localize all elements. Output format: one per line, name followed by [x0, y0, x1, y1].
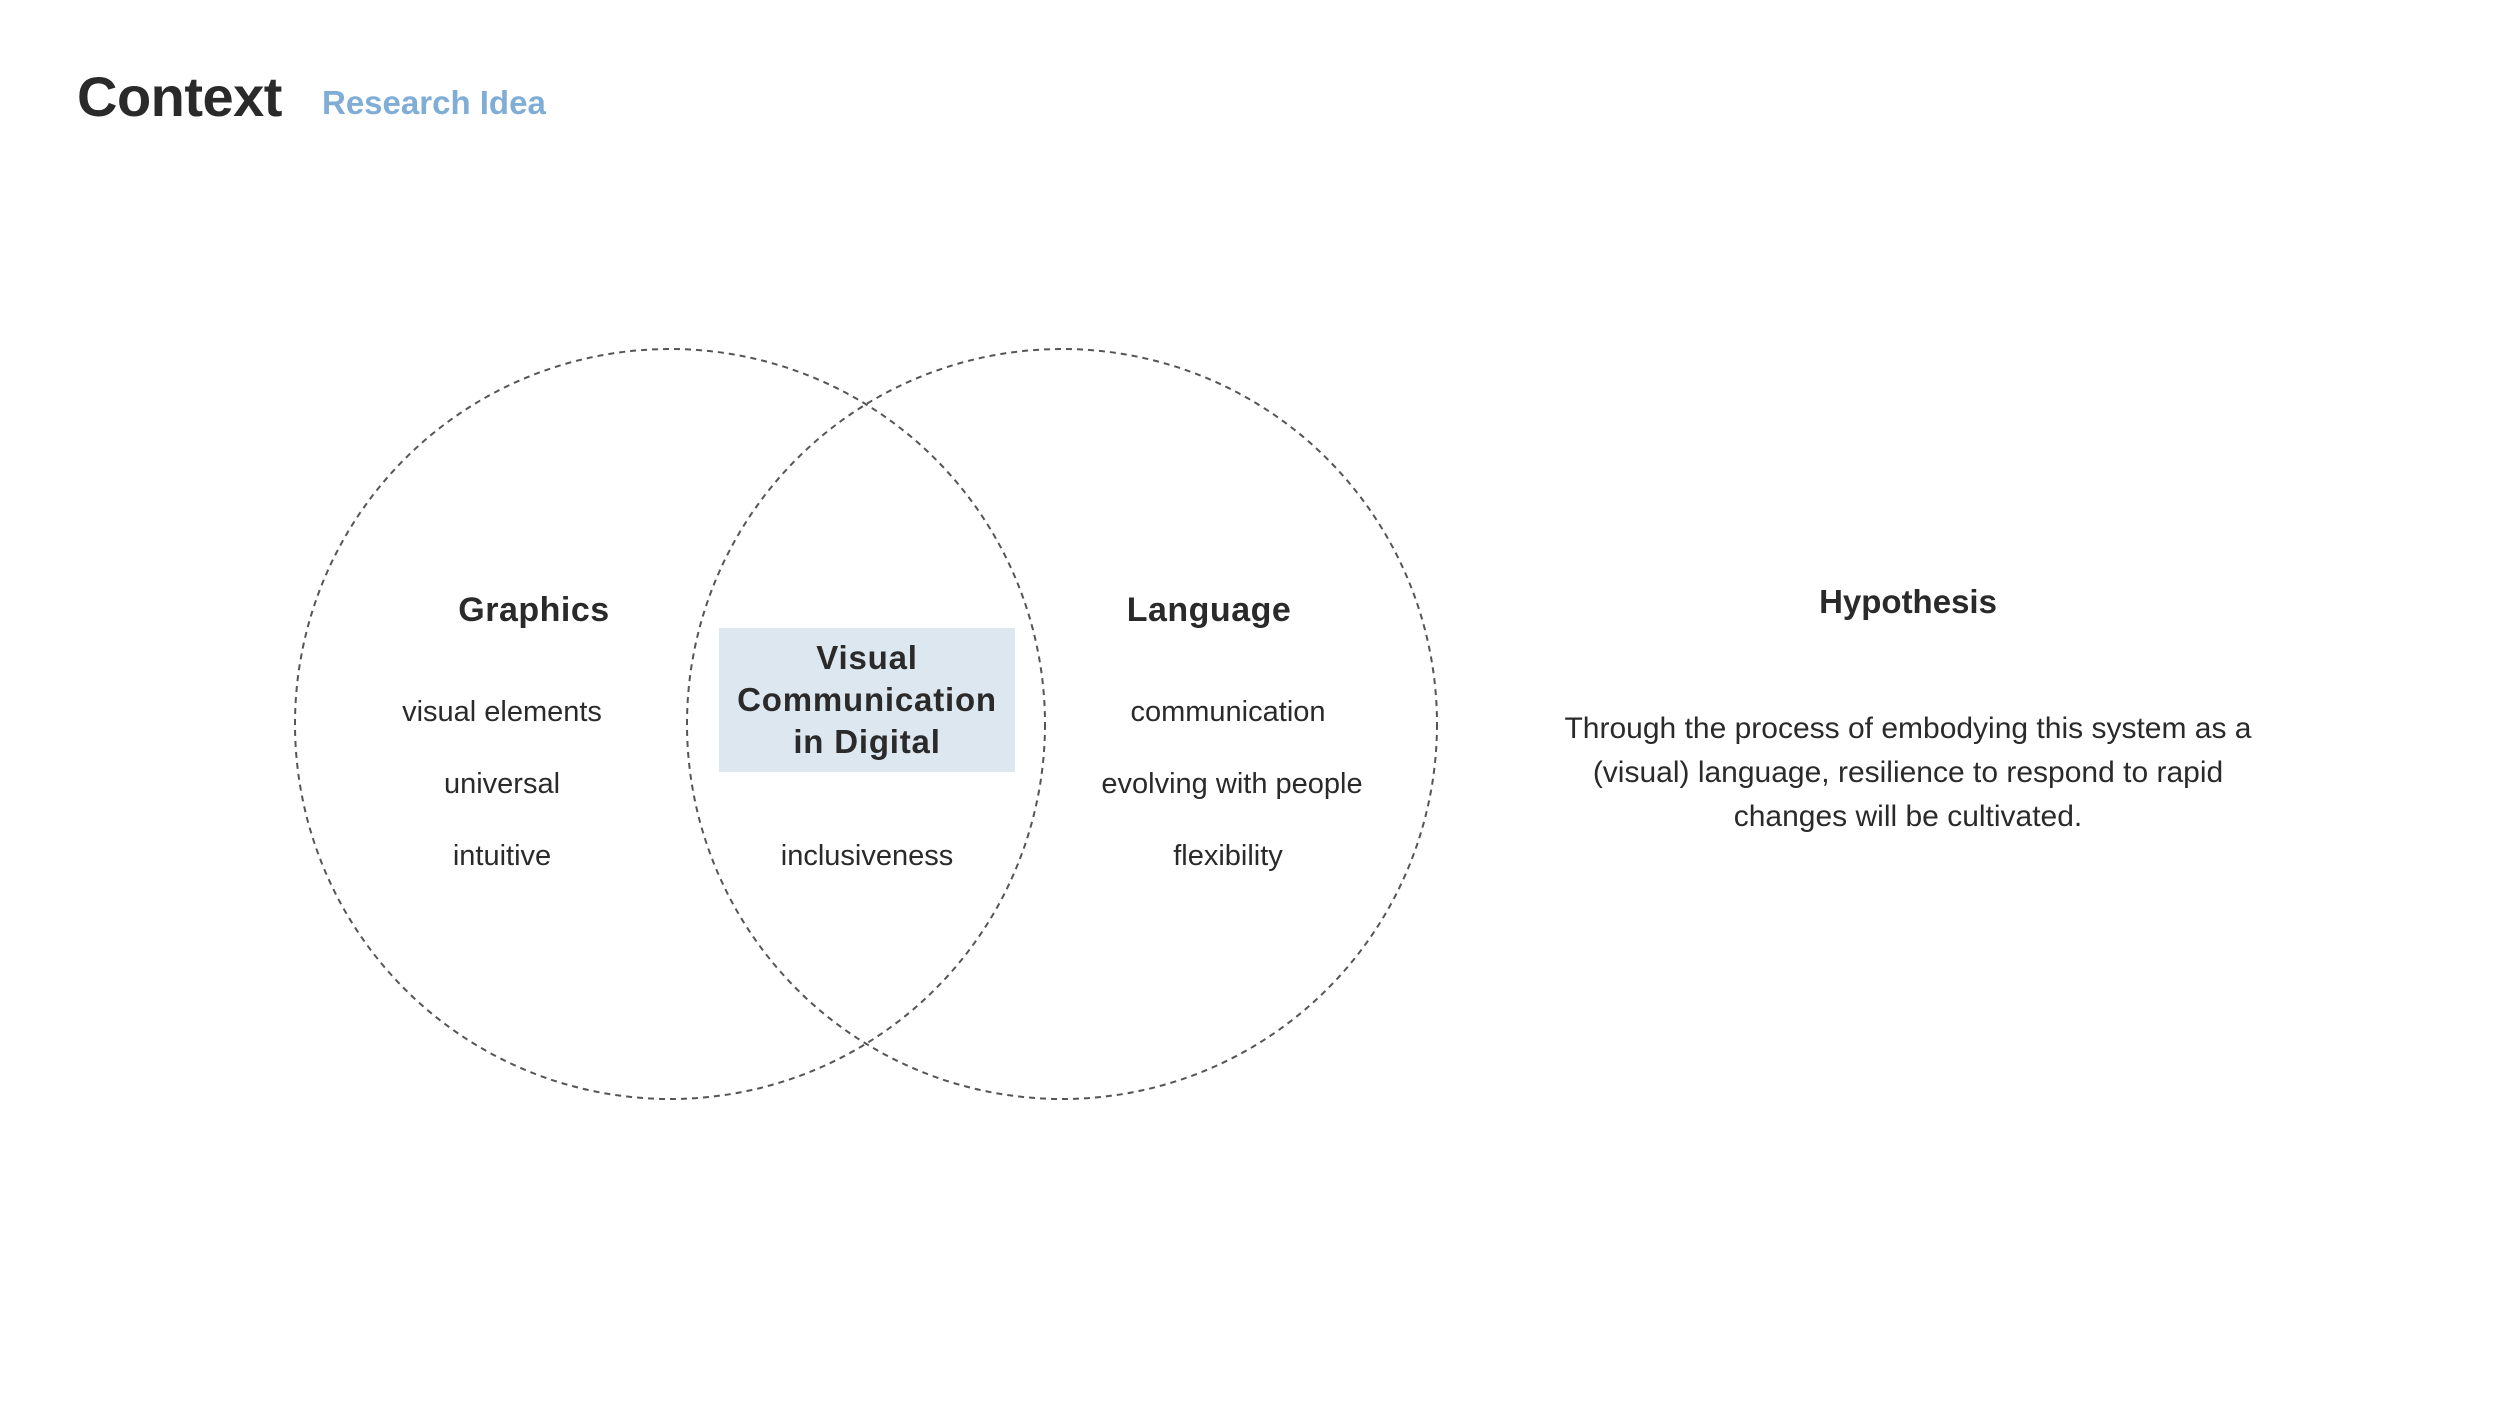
venn-circle-graphics	[294, 348, 1046, 1100]
venn-item-overlap: inclusiveness	[780, 840, 954, 872]
venn-label-overlap: Visual Communication in Digital	[737, 639, 997, 760]
hypothesis-text: Through the process of embodying this sy…	[1564, 712, 2252, 833]
venn-item-graphics: visual elements	[402, 696, 602, 728]
venn-overlap-highlight: Visual Communication in Digital	[719, 628, 1015, 772]
page-subtitle: Research Idea	[322, 84, 546, 121]
venn-item-language: communication	[1130, 696, 1326, 728]
venn-circle-language	[686, 348, 1438, 1100]
page-title: Context	[77, 65, 282, 128]
venn-item-graphics: intuitive	[452, 840, 552, 872]
venn-label-language: Language	[1126, 591, 1292, 629]
venn-label-graphics: Graphics	[458, 591, 610, 629]
venn-item-graphics: universal	[443, 768, 561, 800]
venn-item-language: flexibility	[1173, 840, 1283, 872]
hypothesis-title: Hypothesis	[1819, 583, 1997, 620]
venn-item-language: evolving with people	[1101, 768, 1363, 800]
